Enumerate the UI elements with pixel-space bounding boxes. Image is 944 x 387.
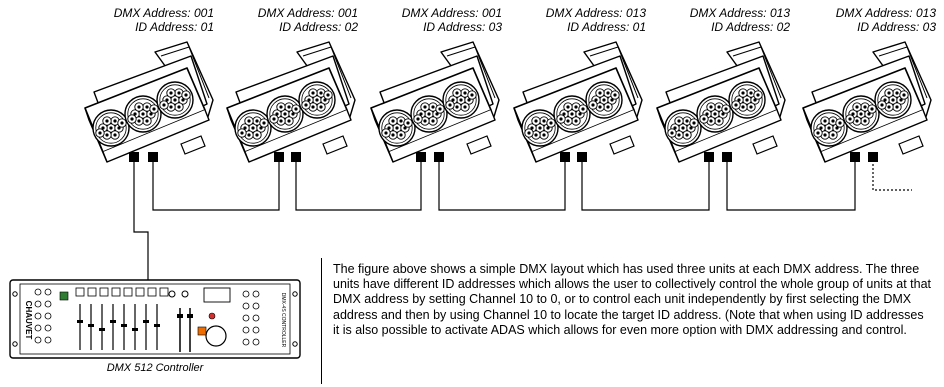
fixture-1-dmx-address: DMX Address: 001 (113, 6, 214, 20)
description-text: The figure above shows a simple DMX layo… (333, 262, 932, 337)
fixture-6-id-address: ID Address: 03 (857, 20, 936, 34)
connector-out-2 (291, 152, 301, 162)
description-divider (321, 258, 322, 384)
cable-1-2 (152, 160, 280, 211)
cable-4-5 (581, 160, 710, 211)
controller-brand: CHAUVET (24, 301, 33, 340)
fixture-label-2: DMX Address: 001 ID Address: 02 (208, 6, 358, 34)
connector-out-1 (148, 152, 158, 162)
fixture-2-id-address: ID Address: 02 (279, 20, 358, 34)
cable-6-out (872, 160, 912, 191)
fixture-5-dmx-address: DMX Address: 013 (689, 6, 790, 20)
light-fixture-1 (85, 42, 213, 162)
connector-out-3 (434, 152, 444, 162)
fixture-label-5: DMX Address: 013 ID Address: 02 (640, 6, 790, 34)
connector-in-6 (850, 152, 860, 162)
fixture-4-id-address: ID Address: 01 (567, 20, 646, 34)
fixture-1-id-address: ID Address: 01 (135, 20, 214, 34)
connector-in-5 (704, 152, 714, 162)
dmx-controller: CHAUVET DMX-4S CONTROLLER (9, 279, 301, 359)
fixture-label-3: DMX Address: 001 ID Address: 03 (352, 6, 502, 34)
connector-in-1 (129, 152, 139, 162)
cable-controller-to-fixture-1 (133, 160, 149, 280)
light-fixture-4 (514, 42, 642, 162)
connector-out-5 (722, 152, 732, 162)
fixture-label-6: DMX Address: 013 ID Address: 03 (786, 6, 936, 34)
connector-out-4 (577, 152, 587, 162)
light-fixture-3 (371, 42, 499, 162)
fixture-4-dmx-address: DMX Address: 013 (545, 6, 646, 20)
light-fixture-5 (657, 42, 785, 162)
light-fixture-2 (227, 42, 355, 162)
cable-5-6 (726, 160, 856, 211)
fixture-2-dmx-address: DMX Address: 001 (257, 6, 358, 20)
fixture-3-id-address: ID Address: 03 (423, 20, 502, 34)
connector-in-4 (560, 152, 570, 162)
fixture-3-dmx-address: DMX Address: 001 (401, 6, 502, 20)
fixture-label-4: DMX Address: 013 ID Address: 01 (496, 6, 646, 34)
connector-in-2 (274, 152, 284, 162)
cable-3-4 (438, 160, 566, 211)
controller-caption: DMX 512 Controller (106, 362, 204, 374)
fixture-label-1: DMX Address: 001 ID Address: 01 (64, 6, 214, 34)
fixture-5-id-address: ID Address: 02 (711, 20, 790, 34)
light-fixture-6 (803, 42, 931, 162)
connector-out-6 (868, 152, 878, 162)
fixture-6-dmx-address: DMX Address: 013 (835, 6, 936, 20)
connector-in-3 (416, 152, 426, 162)
cable-2-3 (295, 160, 422, 211)
controller-model: DMX-4S CONTROLLER (280, 293, 286, 348)
